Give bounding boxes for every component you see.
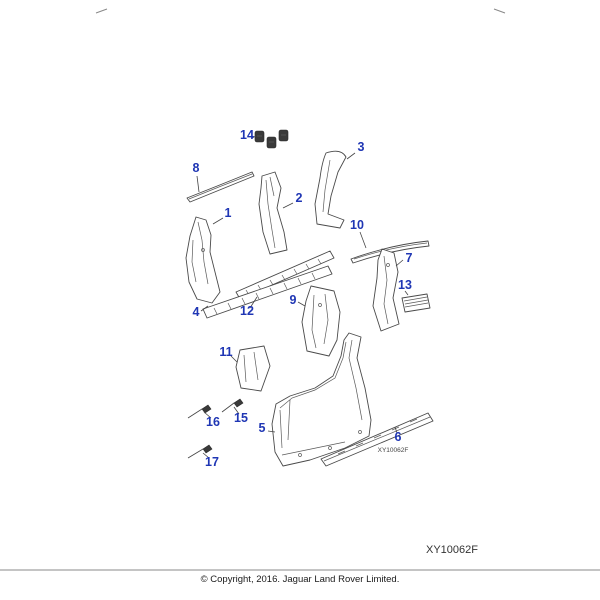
callout-9: 9: [290, 293, 297, 307]
part-15-bolt: [221, 398, 244, 413]
callout-16: 16: [206, 415, 220, 429]
crop-mark-top-left: [95, 8, 108, 14]
part-16-bolt: [187, 404, 212, 419]
part-5-body-side-frame: [271, 332, 372, 467]
callout-17: 17: [205, 455, 219, 469]
drawing-code: XY10062F: [426, 544, 478, 556]
crop-mark-top-right: [493, 8, 506, 14]
callouts: 1 2 3 4 5 6 7 8 9 10 11 12 13 14 15 16 1…: [193, 128, 413, 469]
callout-13: 13: [398, 278, 412, 292]
callout-10: 10: [350, 218, 364, 232]
part-11-bracket-panel: [235, 345, 271, 392]
callout-1: 1: [225, 206, 232, 220]
leader-lines: [196, 135, 409, 459]
callout-8: 8: [193, 161, 200, 175]
part-9-pillar-lower-panel: [301, 285, 341, 357]
copyright-text: © Copyright, 2016. Jaguar Land Rover Lim…: [201, 574, 400, 585]
callout-4: 4: [193, 305, 200, 319]
callout-11: 11: [219, 345, 232, 359]
callout-5: 5: [259, 421, 266, 435]
callout-15: 15: [234, 411, 248, 425]
part-13-label-plate: [401, 293, 431, 313]
part-8-roof-rail-strip: [186, 171, 255, 203]
part-2-pillar-reinforcement: [258, 171, 288, 255]
part-1-pillar-inner-panel: [185, 216, 221, 304]
callout-2: 2: [296, 191, 303, 205]
callout-14: 14: [240, 128, 254, 142]
callout-7: 7: [406, 251, 413, 265]
callout-3: 3: [358, 140, 365, 154]
inline-drawing-code: XY10062F: [378, 447, 409, 454]
part-7-pillar-outer-panel: [372, 248, 400, 332]
part-14-clip-fasteners: [254, 129, 289, 149]
callout-12: 12: [240, 304, 254, 318]
part-3-pillar-outer-section: [314, 150, 347, 229]
part-4-sill-strip-lower: [202, 265, 333, 319]
callout-6: 6: [395, 430, 402, 444]
part-17-bolt: [187, 444, 213, 459]
part-6-outer-sill-panel: [320, 412, 434, 467]
